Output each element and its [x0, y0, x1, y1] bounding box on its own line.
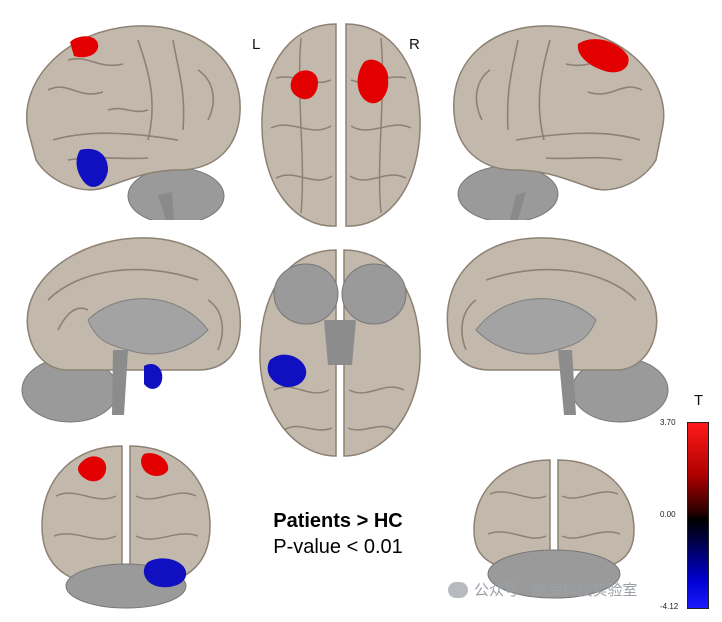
- colorbar-mid-label: 0.00: [660, 510, 676, 519]
- watermark: 公众号 · 脑海科技实验室: [448, 579, 637, 600]
- brain-lateral-right-view: [446, 20, 676, 220]
- brain-medial-right-view: [446, 230, 676, 430]
- colorbar: T 3.70 0.00 -4.12: [660, 392, 720, 614]
- contrast-title: Patients > HC: [273, 510, 403, 532]
- colorbar-title: T: [694, 392, 704, 409]
- hemisphere-label-right: R: [409, 36, 420, 53]
- contrast-threshold: P-value < 0.01: [273, 536, 403, 558]
- brain-medial-left-view: [8, 230, 248, 430]
- watermark-text: 公众号 · 脑海科技实验室: [474, 582, 638, 599]
- colorbar-min-label: -4.12: [660, 602, 679, 611]
- brain-ventral-view: [254, 240, 426, 462]
- hemisphere-label-left: L: [252, 36, 261, 53]
- brain-anterior-view: [36, 436, 216, 614]
- brain-lateral-left-view: [8, 20, 248, 220]
- colorbar-max-label: 3.70: [660, 418, 676, 427]
- wechat-icon: [448, 582, 468, 598]
- contrast-label: Patients > HC P-value < 0.01: [258, 508, 418, 560]
- brain-dorsal-view: [256, 18, 426, 232]
- brain-posterior-view: [470, 454, 638, 604]
- colorbar-gradient: [687, 422, 709, 609]
